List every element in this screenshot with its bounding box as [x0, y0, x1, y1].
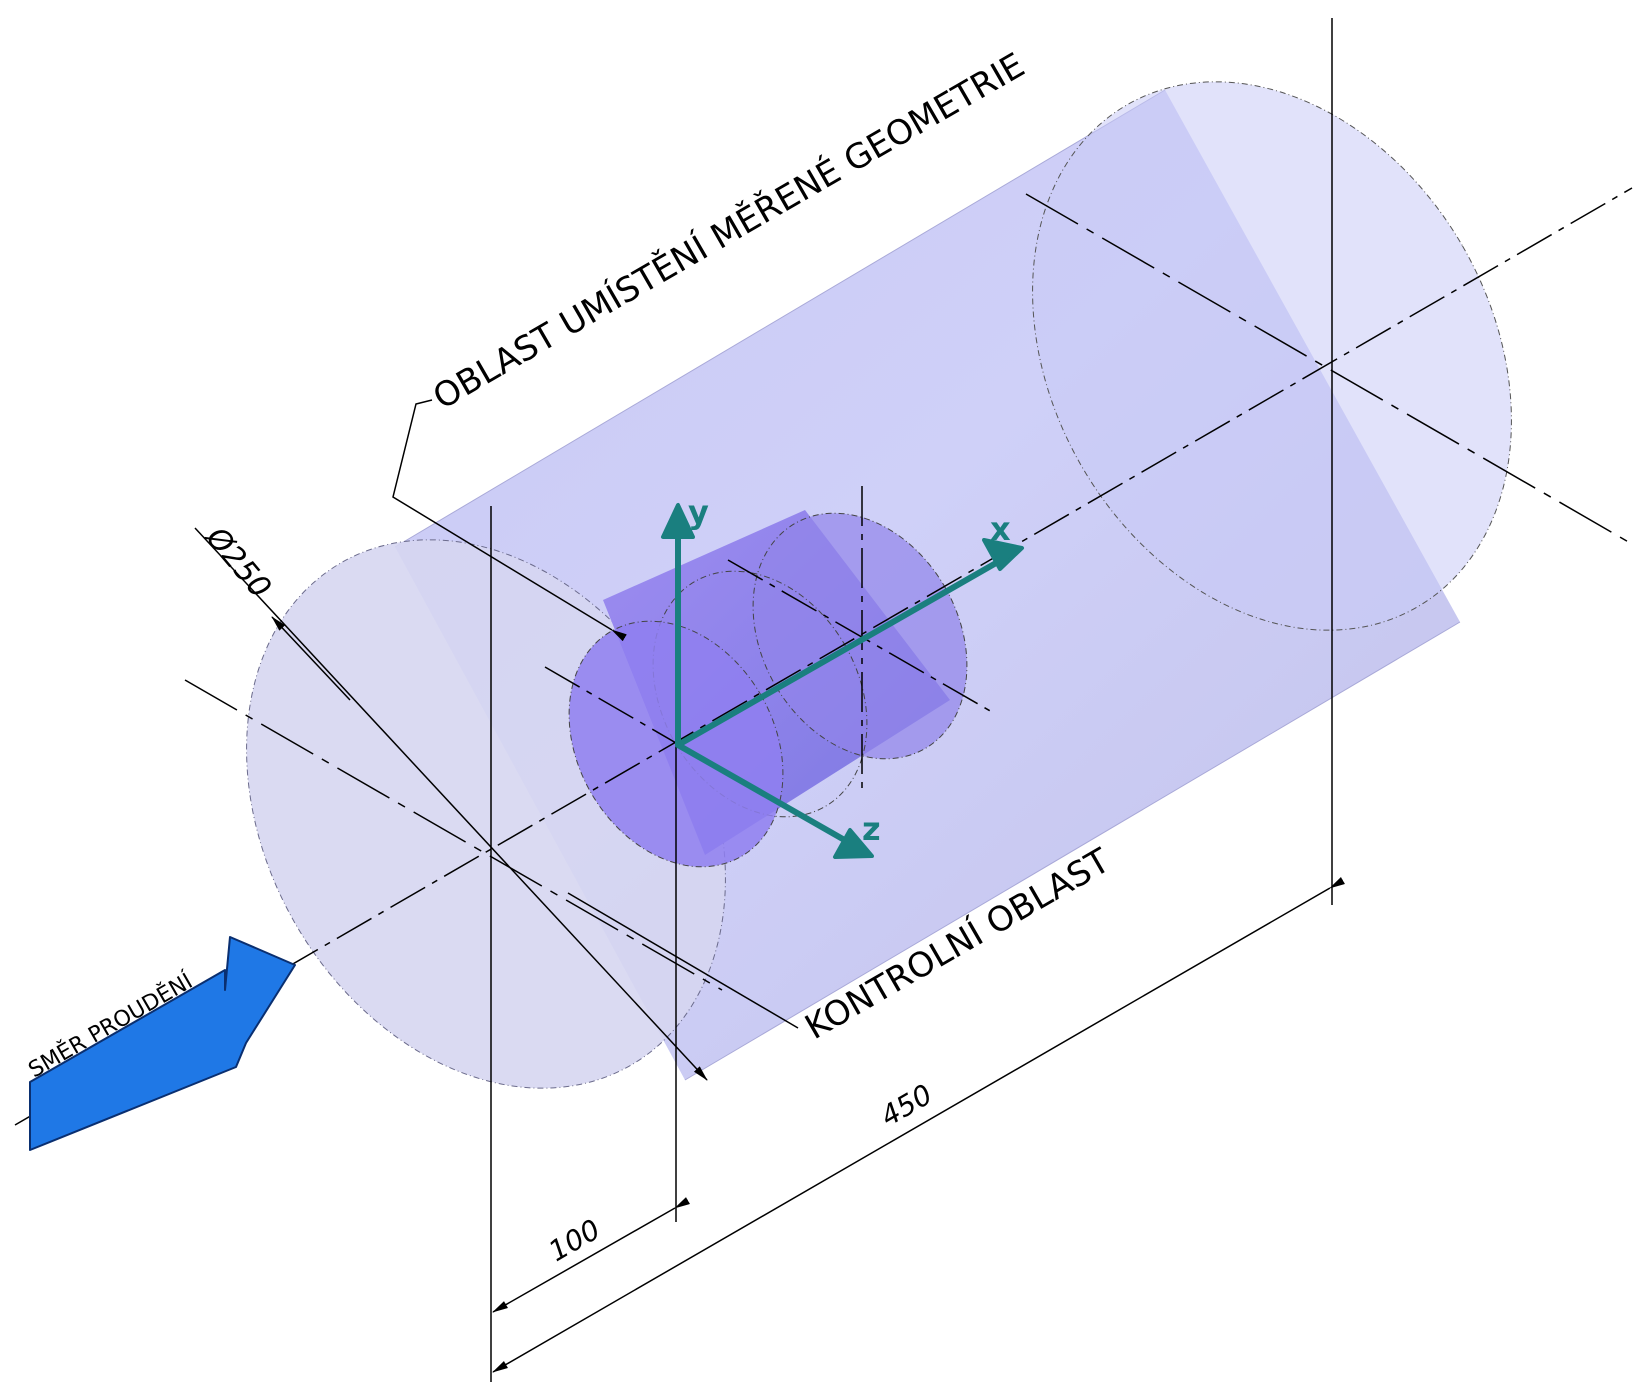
coordinate-axes	[675, 517, 1013, 853]
dimension-lines	[194, 527, 1345, 1373]
leader-control-region	[567, 892, 799, 1029]
axis-x-arrowhead	[982, 538, 1024, 571]
dim-diameter-label: Ø250	[198, 519, 278, 605]
dim-offset-label: 100	[543, 1213, 606, 1268]
back-face-diagonal	[1025, 193, 1633, 545]
axis-x-line	[675, 552, 1013, 748]
dim-length-label: 450	[875, 1078, 938, 1133]
inner-cylinder-mid-ring	[652, 570, 868, 818]
inner-back-diagonal	[727, 559, 993, 713]
flow-direction-arrow	[29, 936, 296, 1151]
axis-z-line	[675, 742, 865, 853]
axis-z-label: z	[862, 810, 881, 848]
dim-450-line	[492, 877, 1345, 1373]
axis-y-arrowhead	[661, 503, 695, 539]
dim-diameter-arrow-top	[271, 616, 351, 701]
outer-cylinder-back-face	[1032, 81, 1512, 631]
axis-x-label: x	[990, 510, 1011, 548]
axis-y-label: y	[688, 493, 709, 531]
leader-measured-region	[392, 399, 627, 642]
axis-z-arrowhead	[833, 828, 874, 859]
